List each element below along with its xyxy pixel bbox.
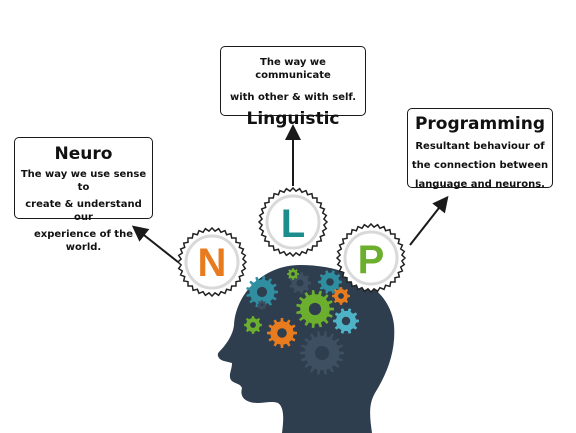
gear-hole (291, 272, 295, 276)
gear-hole (326, 278, 334, 286)
arrow-to-programming (409, 195, 449, 246)
linguistic-desc-line-2: with other & with self. (229, 92, 357, 103)
letter-n: N (198, 241, 227, 285)
gear-hole (341, 316, 351, 326)
letter-p: P (358, 238, 385, 282)
brain-gears (244, 268, 359, 375)
neuro-desc-line-2: create & understand our (25, 199, 142, 223)
gear-hole (315, 346, 329, 360)
programming-title: Programming (414, 114, 546, 134)
letter-badges (176, 186, 407, 298)
gear-hole (308, 302, 322, 316)
arrow-to-neuro (131, 225, 179, 263)
neuro-box: Neuro The way we use sense to create & u… (14, 137, 153, 253)
programming-box: Programming Resultant behaviour of the c… (407, 108, 553, 190)
badge-l-inner (265, 194, 321, 250)
neuro-desc-line-1: The way we use sense to (20, 169, 147, 193)
badge-p-inner (343, 230, 399, 286)
neuro-title: Neuro (54, 144, 113, 164)
programming-desc-line-1: Resultant behaviour of (415, 141, 545, 152)
gear-hole (256, 286, 268, 298)
linguistic-title: Linguistic (246, 109, 340, 129)
gear-hole (296, 279, 304, 287)
gear-hole (277, 328, 287, 338)
gear-hole (250, 322, 256, 328)
gear-hole (338, 293, 344, 299)
letter-l: L (281, 202, 305, 246)
programming-desc-line-3: language and neurons. (415, 179, 545, 190)
linguistic-desc-line-1: The way we communicate (255, 57, 331, 81)
linguistic-box: The way we communicate with other & with… (220, 46, 366, 129)
gear-hole (260, 303, 264, 307)
programming-desc-line-2: the connection between (411, 160, 549, 171)
neuro-desc-line-3: experience of the world. (33, 229, 133, 253)
badge-n-inner (184, 234, 240, 290)
